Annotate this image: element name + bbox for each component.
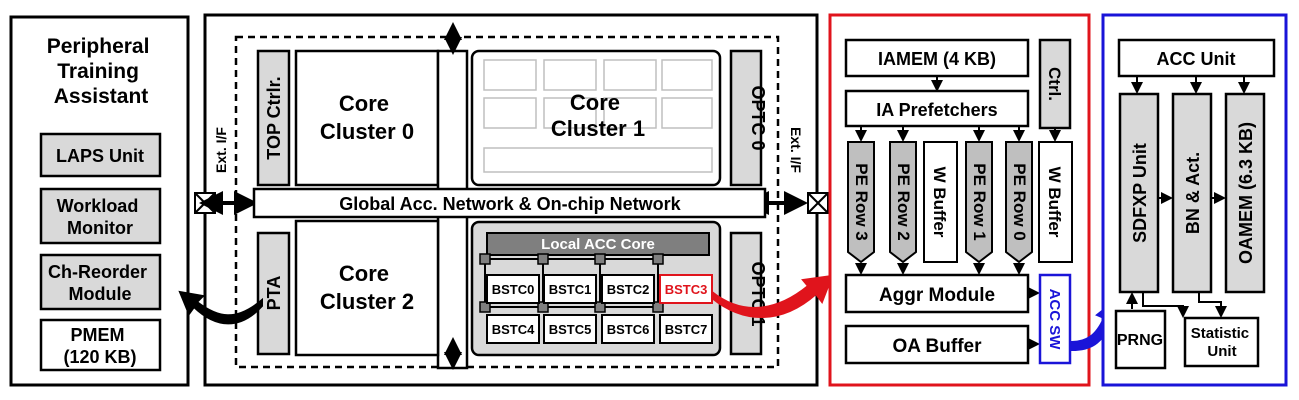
acc-sw-label: ACC SW: [1046, 289, 1063, 351]
pe-row-3-box: [847, 141, 875, 264]
prefetch-to-pe-arrows: [855, 127, 1061, 142]
pta-label: PTA: [264, 276, 284, 311]
acc-unit-down-arrows: [1131, 77, 1250, 94]
oa-buffer-label: OA Buffer: [892, 336, 982, 357]
local-acc-core-label: Local ACC Core: [541, 236, 655, 253]
bstc5-label: BSTC5: [549, 322, 592, 337]
core-cluster-0-label: Core Cluster 0: [320, 91, 414, 144]
pe-to-aggr-arrows: [855, 263, 1025, 275]
pe-row-3-label: PE Row 3: [852, 163, 871, 240]
core-cluster-1-label: Core Cluster 1: [551, 90, 645, 141]
pe-row-0-label: PE Row 0: [1010, 163, 1029, 240]
w-buffer-0-label: W Buffer: [1045, 167, 1064, 238]
sdfxp-label: SDFXP Unit: [1130, 143, 1150, 243]
bstc1-box: [543, 274, 597, 304]
bstc7-box: [659, 314, 713, 344]
prng-box: [1114, 309, 1167, 370]
ctrl-label: Ctrl.: [1045, 67, 1064, 101]
acc-unit-header-box: [1117, 38, 1276, 78]
acc-unit-header-label: ACC Unit: [1157, 49, 1236, 69]
pmem-box: [39, 318, 162, 372]
prefetchers-box: [844, 89, 1030, 128]
right-io-pad: [807, 192, 829, 214]
pe-row-0-box: [1005, 141, 1033, 264]
top-ctrl-box: [256, 49, 291, 187]
optc-0-label: OPTC 0: [748, 85, 768, 150]
bstc4-box: [486, 314, 540, 344]
bstc3-label: BSTC3: [665, 282, 708, 297]
ch-reorder-box: [39, 253, 162, 311]
iamem-label: IAMEM (4 KB): [878, 49, 996, 69]
bstc5-box: [543, 314, 597, 344]
left-io-pad: [194, 192, 216, 214]
pe-row-1-label: PE Row 1: [970, 163, 989, 240]
sdfxp-box: [1118, 92, 1160, 294]
pta-panel-title: Peripheral Training Assistant: [47, 35, 156, 108]
core-cluster-0-box: [294, 49, 440, 187]
cluster-1-core-grid: [483, 59, 713, 173]
oamem-box: [1224, 92, 1266, 294]
acc-unit-panel: ACC Unit SDFXP Unit BN & Act. OAMEM (6.3…: [1101, 13, 1288, 387]
optc-0-box: [729, 49, 763, 187]
statistic-unit-box: [1183, 316, 1260, 368]
bstc-routers: [479, 253, 664, 313]
statistic-unit-label: Statistic Unit: [1191, 325, 1254, 360]
bstc0-label: BSTC0: [492, 282, 535, 297]
bstc6-label: BSTC6: [607, 322, 650, 337]
bn-act-label: BN & Act.: [1183, 152, 1203, 234]
bstc6-box: [601, 314, 655, 344]
global-network-label: Global Acc. Network & On-chip Network: [339, 194, 681, 214]
workload-monitor-label: Workload Monitor: [57, 196, 144, 238]
pta-expand-arrow: [178, 290, 263, 325]
pmem-label: PMEM (120 KB): [63, 325, 136, 367]
iamem-box: [844, 38, 1030, 78]
bstc3-box: [659, 274, 713, 304]
aggr-module-label: Aggr Module: [879, 285, 995, 306]
pta-box: [256, 231, 291, 356]
prefetchers-label: IA Prefetchers: [876, 100, 997, 120]
global-network-bar: [252, 187, 767, 219]
laps-unit-box: [39, 132, 162, 178]
acc-sw-box: [1038, 273, 1072, 365]
w-buffer-0-box: [1038, 141, 1073, 263]
bstc2-box: [601, 274, 655, 304]
top-ctrl-label: TOP Ctrlr.: [264, 76, 284, 159]
bstc2-label: BSTC2: [607, 282, 650, 297]
pe-row-1-box: [965, 141, 993, 264]
core-detail-panel: IAMEM (4 KB) Ctrl. IA Prefetchers PE Row…: [828, 13, 1091, 387]
aggr-module-box: [844, 273, 1030, 314]
bn-act-box: [1171, 92, 1213, 294]
ctrl-box: [1038, 38, 1072, 130]
bstc0-box: [486, 274, 540, 304]
w-buffer-1-box: [923, 141, 958, 263]
prng-label: PRNG: [1117, 332, 1163, 349]
ext-if-left-label: Ext. I/F: [213, 127, 229, 173]
pta-panel: Peripheral Training Assistant LAPS Unit …: [9, 15, 190, 387]
workload-monitor-box: [39, 187, 162, 245]
pe-row-2-box: [889, 141, 917, 264]
laps-unit-label: LAPS Unit: [56, 146, 144, 166]
bstc7-label: BSTC7: [665, 322, 708, 337]
bstc3-expand-arrow: [711, 274, 834, 318]
bstc1-label: BSTC1: [549, 282, 592, 297]
ch-reorder-label: Ch-Reorder Module: [48, 262, 152, 304]
bstc4-label: BSTC4: [492, 322, 535, 337]
core-cluster-2-box: [294, 219, 440, 357]
oamem-label: OAMEM (6.3 KB): [1236, 122, 1256, 264]
chip-panel: Ext. I/F Ext. I/F TOP Ctrlr. Core Cluste…: [194, 13, 829, 387]
core-cluster-2-label: Core Cluster 2: [320, 261, 414, 314]
pe-row-2-label: PE Row 2: [894, 163, 913, 240]
w-buffer-1-label: W Buffer: [930, 167, 949, 238]
optc-1-box: [729, 231, 763, 356]
ext-if-right-label: Ext. I/F: [788, 127, 804, 173]
